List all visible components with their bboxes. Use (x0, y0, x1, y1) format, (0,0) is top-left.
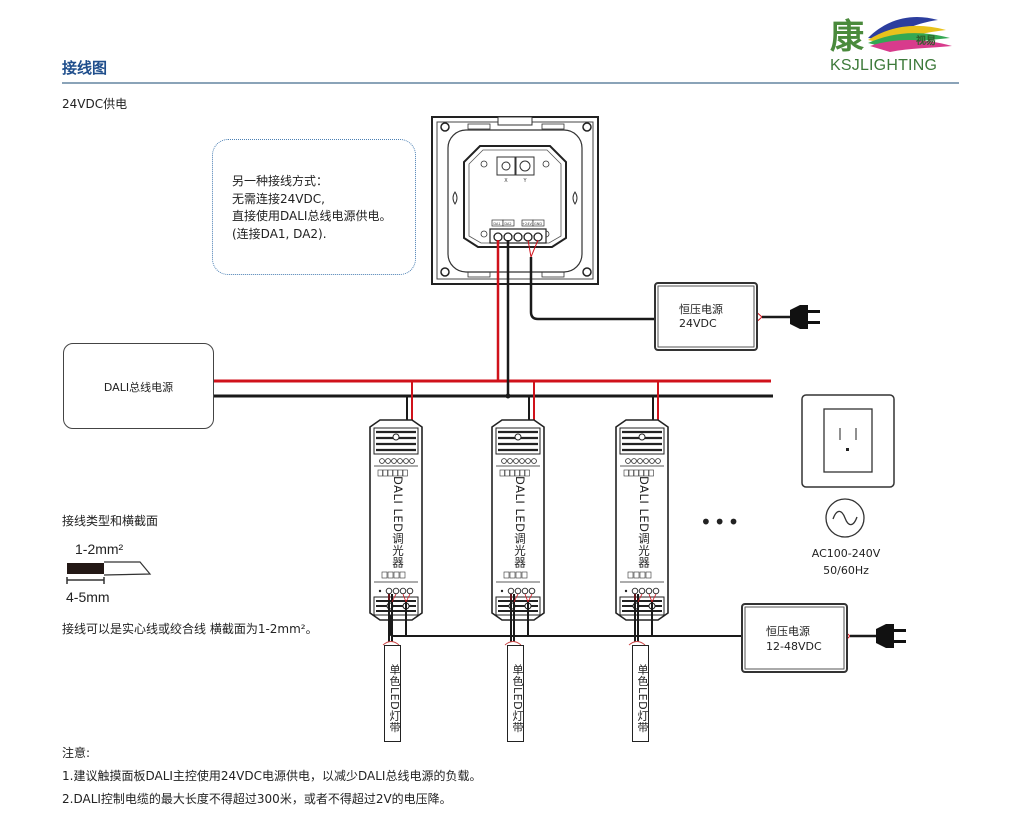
terminal-label-da1: DA1 (493, 222, 500, 226)
rotary-knob-y-icon (519, 160, 531, 172)
plug-icon (790, 305, 820, 329)
dali-bus-power-supply: DALI总线电源 (63, 343, 214, 429)
page-title: 接线图 (62, 59, 108, 77)
mains-spec: AC100-240V 50/60Hz (800, 545, 892, 579)
logo-graphic: 康 视易 (830, 17, 952, 57)
notice-title: 注意: (62, 746, 91, 760)
ac-sine-icon (825, 498, 865, 538)
note-line: (连接DA1, DA2). (232, 226, 327, 241)
led-strip-1: 单色LED灯带 (384, 645, 401, 742)
dimmer-1-label: DALI LED调光器 (391, 476, 405, 569)
led-strip-2-label: 单色LED灯带 (511, 664, 524, 734)
mains-voltage: AC100-240V (811, 547, 881, 560)
notice-item: 2.DALI控制电缆的最大长度不得超过300米，或者不得超过2V的电压降。 (62, 792, 452, 806)
psu-24v-voltage: 24VDC (679, 317, 717, 330)
plug-icon (876, 624, 906, 648)
note-line: 另一种接线方式： (232, 174, 329, 188)
dimmer-2-label: DALI LED调光器 (513, 476, 527, 569)
dali-bus-psu-label: DALI总线电源 (103, 381, 174, 394)
screw-icon (440, 122, 450, 132)
more-dimmers-indicator: ••• (700, 510, 742, 534)
wire-spec-note: 接线可以是实心线或绞合线 横截面为1-2mm²。 (62, 622, 318, 636)
led-strip-2: 单色LED灯带 (507, 645, 524, 742)
led-strip-3: 单色LED灯带 (632, 645, 649, 742)
dali-dimmer-2 (491, 381, 545, 646)
note-line: 直接使用DALI总线电源供电。 (232, 209, 392, 223)
mains-frequency: 50/60Hz (823, 564, 869, 577)
screw-icon (582, 122, 592, 132)
led-strip-1-label: 单色LED灯带 (388, 664, 401, 734)
wire-strip-length: 4-5mm (66, 589, 110, 605)
dali-dimmer-3 (615, 381, 669, 646)
title-divider (62, 82, 959, 84)
wire-cross-section: 1-2mm² (75, 541, 124, 557)
dimmer-3-label: DALI LED调光器 (637, 476, 651, 569)
led-strip-3-label: 单色LED灯带 (636, 664, 649, 734)
knob-label-y: Y (522, 178, 527, 184)
psu-24vdc: 恒压电源 24VDC (654, 282, 758, 351)
psu-48v-label: 恒压电源 (766, 625, 810, 638)
svg-text:康: 康 (830, 17, 864, 57)
notice-item: 1.建议触摸面板DALI主控使用24VDC电源供电，以减少DALI总线电源的负载… (62, 769, 482, 783)
knob-label-x: X (504, 178, 508, 184)
logo-brand-text: KSJLIGHTING (830, 57, 938, 74)
terminal-label-gnd: GND (534, 222, 542, 226)
rotary-knob-x-icon (501, 161, 511, 171)
terminal-label-da2: DA2 (504, 222, 511, 226)
svg-text:视易: 视易 (916, 34, 936, 47)
dali-dimmer-1 (369, 381, 423, 646)
psu-24v-label: 恒压电源 (679, 303, 723, 316)
company-logo: 康 视易 (828, 8, 958, 58)
note-line: 无需连接24VDC, (232, 191, 325, 206)
touch-panel: X Y DA1 DA2 +24V GND (431, 116, 599, 285)
alternative-wiring-note: 另一种接线方式： 无需连接24VDC, 直接使用DALI总线电源供电。 (连接D… (212, 139, 416, 275)
wire-spec-title: 接线类型和横截面 (62, 514, 159, 528)
panel-24v-wire (529, 257, 655, 321)
screw-icon (582, 267, 592, 277)
psu-48v-voltage: 12-48VDC (766, 640, 822, 653)
terminal-label-24v: +24V (522, 222, 532, 226)
dimmer-power-bus-wire (389, 615, 743, 637)
screw-icon (440, 267, 450, 277)
psu-12-48vdc: 恒压电源 12-48VDC (741, 603, 848, 673)
wall-socket-icon (801, 394, 895, 488)
wire-strip-illustration (66, 561, 152, 584)
power-mode-subtitle: 24VDC供电 (62, 97, 128, 111)
